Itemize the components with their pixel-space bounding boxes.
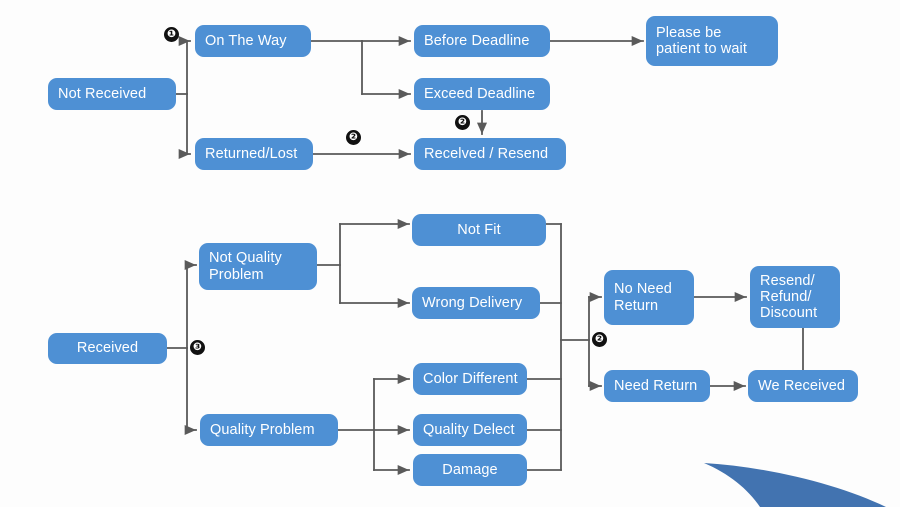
node-damage[interactable]: Damage: [413, 454, 527, 486]
marker-2-exceed: ❷: [455, 115, 470, 130]
node-received[interactable]: Received: [48, 333, 167, 364]
node-exceed-deadline[interactable]: Exceed Deadline: [414, 78, 550, 110]
node-on-the-way[interactable]: On The Way: [195, 25, 311, 57]
marker-2-top: ❷: [346, 130, 361, 145]
node-we-received[interactable]: We Received: [748, 370, 858, 402]
marker-1: ❶: [164, 27, 179, 42]
node-not-quality-problem[interactable]: Not Quality Problem: [199, 243, 317, 290]
node-color-different[interactable]: Color Different: [413, 363, 527, 395]
node-quality-problem[interactable]: Quality Problem: [200, 414, 338, 446]
node-before-deadline[interactable]: Before Deadline: [414, 25, 550, 57]
decorative-swoosh: [704, 463, 886, 507]
node-please-be-patient[interactable]: Please be patient to wait: [646, 16, 778, 66]
node-resend-refund-discount[interactable]: Resend/ Refund/ Discount: [750, 266, 840, 328]
node-recelved-resend[interactable]: Recelved / Resend: [414, 138, 566, 170]
node-wrong-delivery[interactable]: Wrong Delivery: [412, 287, 540, 319]
marker-2-bottom: ❷: [592, 332, 607, 347]
node-no-need-return[interactable]: No Need Return: [604, 270, 694, 325]
marker-3: ❸: [190, 340, 205, 355]
node-need-return[interactable]: Need Return: [604, 370, 710, 402]
node-not-received[interactable]: Not Received: [48, 78, 176, 110]
node-quality-delect[interactable]: Quality Delect: [413, 414, 527, 446]
node-not-fit[interactable]: Not Fit: [412, 214, 546, 246]
node-returned-lost[interactable]: Returned/Lost: [195, 138, 313, 170]
swoosh-shape: [704, 463, 886, 507]
